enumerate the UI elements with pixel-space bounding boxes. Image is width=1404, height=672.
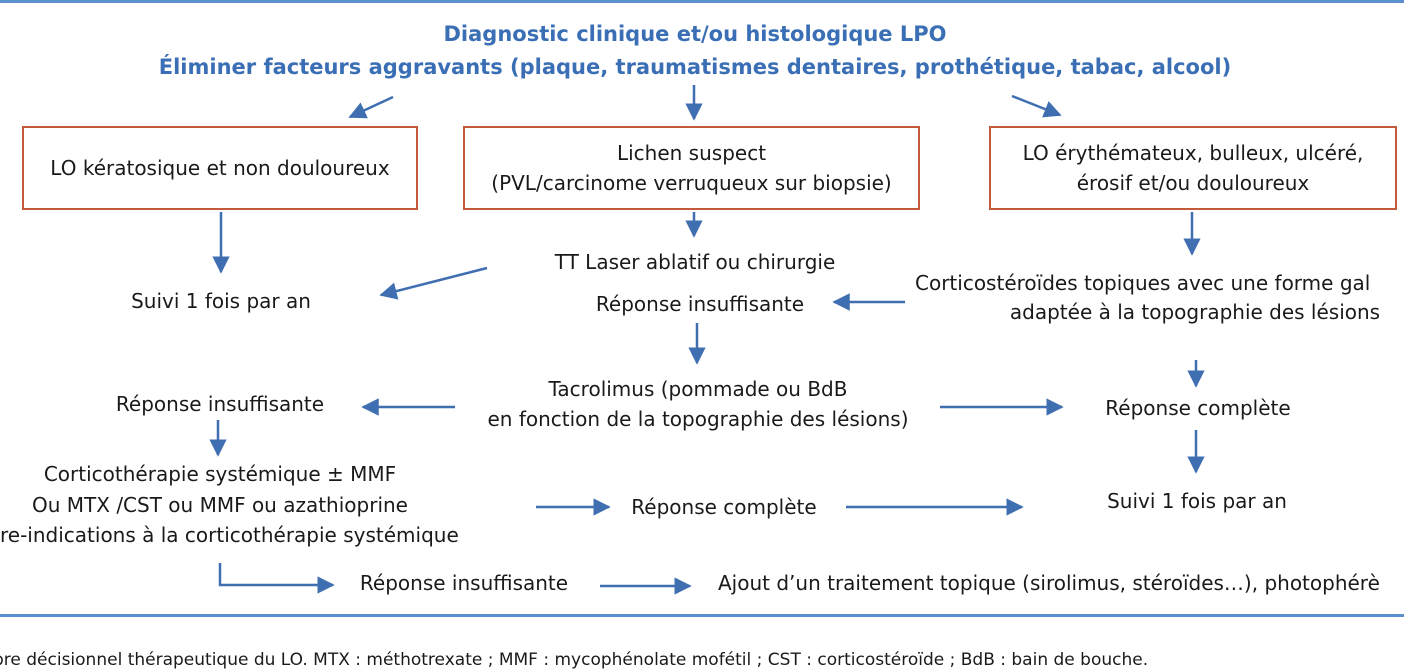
arrow-to-box-left: [348, 95, 394, 119]
node-ajout-traitement-topique: Ajout d’un traitement topique (sirolimus…: [718, 571, 1380, 595]
node-cortico-systemique-line-3: re-indications à la corticothérapie syst…: [0, 523, 459, 547]
bottom-rule: [0, 614, 1404, 617]
header-line-2: Éliminer facteurs aggravants (plaque, tr…: [158, 55, 1232, 79]
box-lichen-suspect-line-1: Lichen suspect: [616, 141, 767, 165]
header-line-1: Diagnostic clinique et/ou histologique L…: [443, 22, 947, 46]
node-cortico-topiques-line-2: adaptée à la topographie des lésions: [1009, 300, 1381, 324]
node-suivi-left: Suivi 1 fois par an: [131, 289, 311, 313]
node-reponse-complete-right: Réponse complète: [1105, 396, 1291, 420]
node-reponse-insuffisante-bottom: Réponse insuffisante: [359, 571, 569, 595]
box-lo-erythemateux: LO érythémateux, bulleux, ulcéré, érosif…: [989, 126, 1397, 210]
figure-caption: rbre décisionnel thérapeutique du LO. MT…: [0, 650, 1149, 670]
box-lichen-suspect: Lichen suspect (PVL/carcinome verruqueux…: [463, 126, 920, 210]
arrow-cortico-sys-to-reponse-insuff-bottom: [218, 563, 335, 594]
box-lichen-suspect-line-2: (PVL/carcinome verruqueux sur biopsie): [491, 171, 892, 195]
box-lo-keratosique: LO kératosique et non douloureux: [22, 126, 418, 210]
top-rule: [0, 0, 1404, 3]
node-reponse-complete-center: Réponse complète: [631, 495, 817, 519]
arrow-laser-to-suivi: [379, 266, 488, 300]
node-tacrolimus-line-2: en fonction de la topographie des lésion…: [487, 407, 909, 431]
arrow-to-box-right: [1011, 94, 1062, 118]
node-cortico-systemique-line-2: Ou MTX /CST ou MMF ou azathioprine: [32, 493, 408, 517]
node-tacrolimus-line-1: Tacrolimus (pommade ou BdB: [548, 377, 848, 401]
node-cortico-systemique-line-1: Corticothérapie systémique ± MMF: [43, 462, 397, 486]
box-lo-erythemateux-line-2: érosif et/ou douloureux: [1076, 171, 1310, 195]
node-reponse-insuffisante-left: Réponse insuffisante: [115, 392, 325, 416]
box-lo-erythemateux-line-1: LO érythémateux, bulleux, ulcéré,: [1022, 141, 1364, 165]
box-lo-keratosique-label: LO kératosique et non douloureux: [50, 156, 390, 180]
node-reponse-insuffisante-center: Réponse insuffisante: [595, 292, 805, 316]
node-tt-laser: TT Laser ablatif ou chirurgie: [554, 250, 836, 274]
node-suivi-right: Suivi 1 fois par an: [1107, 489, 1287, 513]
node-cortico-topiques-line-1: Corticostéroïdes topiques avec une forme…: [915, 271, 1371, 295]
